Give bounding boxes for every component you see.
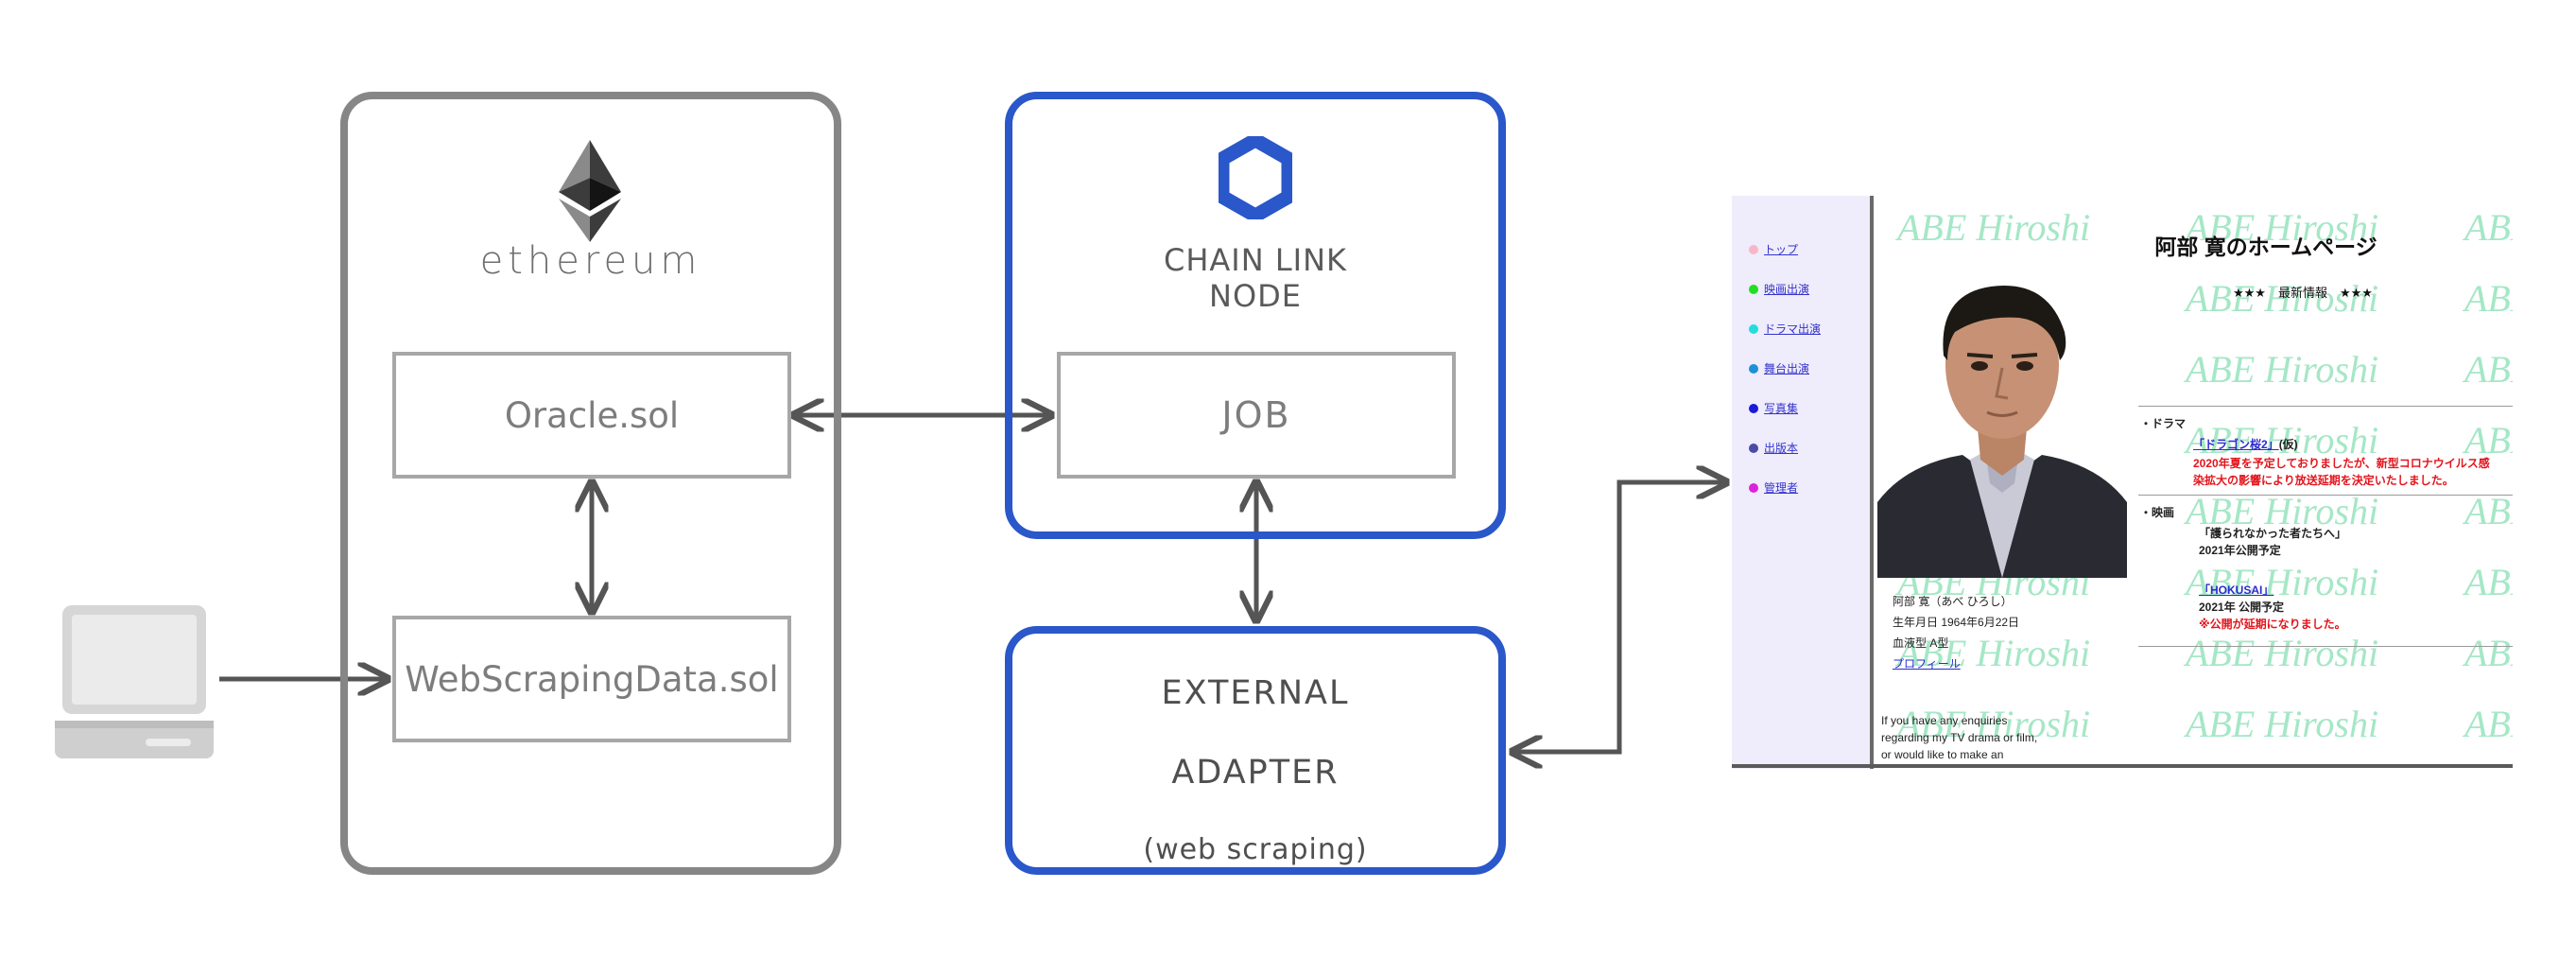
job-box: JOB: [1057, 352, 1456, 479]
nav-bullet-icon: [1749, 284, 1758, 294]
webpage-title: 阿部 寛のホームページ: [2154, 235, 2377, 259]
watermark-text: ABE Hiroshi: [1897, 206, 2091, 249]
chainlink-label-line1: CHAIN LINK: [1163, 242, 1348, 278]
webpage-sidebar: トップ映画出演ドラマ出演舞台出演写真集出版本管理者: [1732, 196, 1874, 769]
nav-item-label: 写真集: [1764, 402, 1799, 415]
external-adapter-box: EXTERNAL ADAPTER (web scraping): [1005, 626, 1506, 875]
watermark-text: ABE Hiroshi: [1897, 632, 2091, 674]
webscraping-data-sol-label: WebScrapingData.sol: [405, 658, 779, 700]
watermark-text: ABE Hiroshi: [2186, 703, 2379, 745]
nav-item-label: 映画出演: [1764, 283, 1810, 296]
contact-line-1: If you have any enquiries: [1881, 714, 2008, 727]
watermark-text: ABE Hiroshi: [2186, 277, 2379, 320]
profile-birthday: 生年月日 1964年6月22日: [1893, 616, 2020, 629]
ethereum-logo-icon: [559, 140, 621, 242]
profile-name: 阿部 寛（あべ ひろし）: [1893, 595, 2013, 608]
watermark-text: ABE Hiroshi: [2464, 419, 2513, 462]
nav-bullet-icon: [1749, 403, 1758, 413]
oracle-sol-label: Oracle.sol: [504, 394, 680, 436]
watermark-text: ABE Hiroshi: [2186, 490, 2379, 532]
watermark-text: ABE Hiroshi: [2464, 703, 2513, 745]
watermark-text: ABE Hiroshi: [2186, 419, 2379, 462]
watermark-text: ABE Hiroshi: [2464, 561, 2513, 603]
watermark-text: ABE Hiroshi: [2186, 561, 2379, 603]
arrow-adapter-webpage: [1513, 482, 1726, 752]
movie-item1-date: 2021年公開予定: [2199, 544, 2281, 557]
watermark-text: ABE Hiroshi: [2186, 348, 2379, 391]
portrait-photo: [1877, 266, 2127, 578]
watermark-text: ABE Hiroshi: [2464, 277, 2513, 320]
chainlink-node-container: [1005, 92, 1506, 539]
adapter-title-line1: EXTERNAL: [1161, 673, 1350, 712]
ethereum-label: ethereum: [479, 239, 702, 283]
nav-item-label: 管理者: [1764, 481, 1799, 495]
divider: [2138, 495, 2513, 496]
webscraping-data-sol-box: WebScrapingData.sol: [392, 616, 791, 742]
external-adapter-subtitle: (web scraping): [1143, 832, 1368, 866]
nav-item[interactable]: トップ: [1749, 241, 1798, 257]
movie-heading: ・映画: [2140, 506, 2175, 519]
drama-note-line1: 2020年夏を予定しておりましたが、新型コロナウイルス感: [2193, 457, 2490, 470]
contact-line-2: regarding my TV drama or film,: [1881, 731, 2038, 744]
watermark-text: ABE Hiroshi: [2464, 490, 2513, 532]
drama-heading: ・ドラマ: [2140, 417, 2187, 430]
watermark-text: ABE Hiroshi: [2186, 632, 2379, 674]
nav-item[interactable]: 管理者: [1749, 479, 1798, 496]
movie-item2-date: 2021年 公開予定: [2199, 601, 2285, 614]
divider: [2138, 646, 2513, 647]
nav-item[interactable]: 舞台出演: [1749, 360, 1809, 376]
nav-bullet-icon: [1749, 323, 1758, 334]
nav-item[interactable]: ドラマ出演: [1749, 321, 1821, 337]
watermark-text: ABE Hiroshi: [1897, 703, 2091, 745]
movie-item2-note: ※公開が延期になりました。: [2199, 618, 2346, 631]
profile-link[interactable]: プロフィール: [1893, 657, 1961, 671]
nav-bullet-icon: [1749, 443, 1758, 453]
watermark-text: ABE Hiroshi: [2186, 206, 2379, 249]
drama-title-link[interactable]: 「ドラゴン桜2」: [2193, 438, 2279, 451]
drama-item: 「ドラゴン桜2」(仮): [2193, 436, 2298, 452]
watermark-text: ABE Hiroshi: [2464, 206, 2513, 249]
movie-item1-title: 「護られなかった者たちへ」: [2199, 527, 2347, 540]
drama-note-line2: 染拡大の影響により放送延期を決定いたしました。: [2193, 474, 2454, 487]
nav-bullet-icon: [1749, 363, 1758, 374]
chainlink-label-line2: NODE: [1209, 278, 1302, 314]
nav-item[interactable]: 写真集: [1749, 400, 1798, 416]
chainlink-node-label: CHAIN LINK NODE: [1081, 242, 1430, 314]
nav-item[interactable]: 出版本: [1749, 440, 1798, 456]
adapter-title-line2: ADAPTER: [1171, 753, 1340, 792]
watermark-text: ABE Hiroshi: [2464, 632, 2513, 674]
nav-item-label: 出版本: [1764, 442, 1799, 455]
profile-blood-type: 血液型 A型: [1893, 636, 1949, 650]
divider: [2138, 406, 2513, 407]
external-adapter-title: EXTERNAL ADAPTER: [1162, 634, 1350, 832]
laptop-icon: [55, 605, 214, 758]
nav-item[interactable]: 映画出演: [1749, 281, 1809, 297]
nav-bullet-icon: [1749, 244, 1758, 254]
nav-item-label: トップ: [1764, 243, 1799, 256]
contact-line-3: or would like to make an: [1881, 748, 2004, 761]
nav-bullet-icon: [1749, 482, 1758, 493]
watermark-text: ABE Hiroshi: [2464, 348, 2513, 391]
movie-item2-title-link[interactable]: 「HOKUSAI」: [2199, 584, 2274, 597]
webpage-bottom-border: [1732, 764, 2513, 768]
nav-item-label: ドラマ出演: [1764, 322, 1822, 336]
webpage-news-header: ★★★ 最新情報 ★★★: [2233, 286, 2373, 300]
job-label: JOB: [1221, 394, 1291, 436]
nav-item-label: 舞台出演: [1764, 362, 1810, 375]
oracle-sol-box: Oracle.sol: [392, 352, 791, 479]
chainlink-logo-icon: [1215, 131, 1296, 224]
ethereum-container: [340, 92, 841, 875]
drama-title-suffix: (仮): [2278, 438, 2298, 451]
